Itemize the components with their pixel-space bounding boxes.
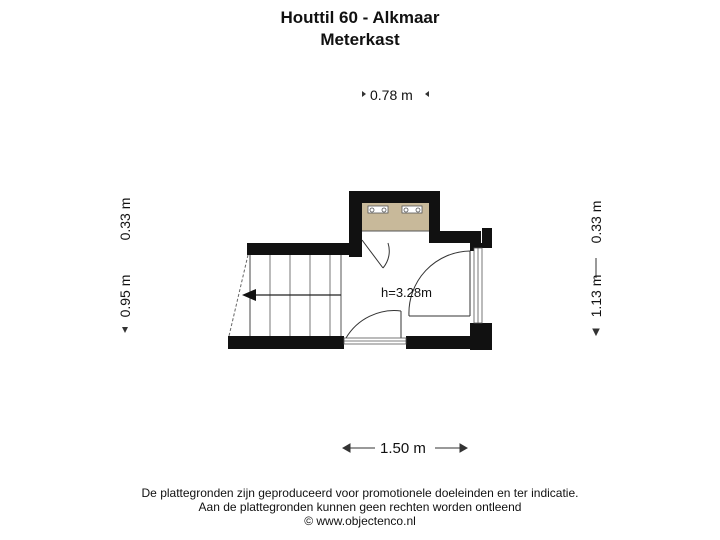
copyright-link[interactable]: © www.objectenco.nl (304, 514, 416, 528)
dimension-bottom-label: 1.50 m (380, 440, 426, 457)
dimension-left-lower-label: 0.95 m (117, 274, 133, 318)
disclaimer-line-2: Aan de plattegronden kunnen geen rechten… (198, 500, 522, 514)
cabinet-door (361, 239, 390, 269)
walls (228, 191, 492, 350)
disclaimer-line-1: De plattegronden zijn geproduceerd voor … (141, 486, 579, 500)
floor-area (250, 254, 482, 340)
bottom-door (345, 310, 402, 339)
dimension-right-arrows (592, 258, 600, 337)
dimension-top-label: 0.78 m (370, 87, 413, 103)
dimension-right-lower-label: 1.13 m (588, 274, 604, 318)
dimension-bottom-arrows (341, 443, 469, 453)
stair-direction-arrow (242, 289, 256, 301)
dimension-top-arrows (362, 91, 429, 97)
page-subtitle: Meterkast (320, 30, 400, 49)
page-title: Houttil 60 - Alkmaar (280, 8, 440, 27)
dimension-left-arrows (122, 327, 128, 333)
dimension-right-upper-label: 0.33 m (588, 200, 604, 244)
room-height-label: h=3.28m (381, 285, 432, 300)
bottom-door-threshold (343, 337, 407, 345)
right-window (473, 247, 483, 324)
dimension-left-upper-label: 0.33 m (117, 197, 133, 241)
right-door (408, 250, 471, 317)
meter-icon (367, 205, 423, 214)
